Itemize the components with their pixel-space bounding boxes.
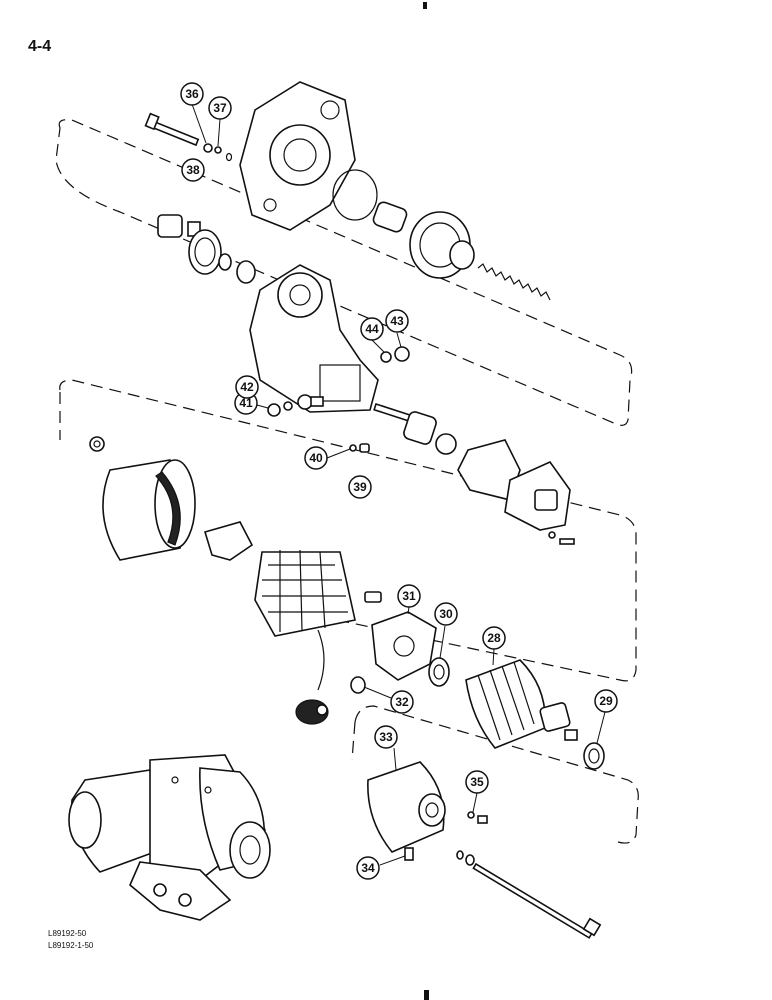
bottom-page-mark: [424, 990, 429, 1000]
callout-33-label: 33: [379, 730, 393, 744]
solenoid-cover: [504, 461, 571, 531]
field-coil-assembly: [254, 549, 382, 637]
callout-44: 44: [360, 317, 384, 341]
leader-33: [393, 747, 397, 771]
callout-35: 35: [465, 770, 489, 794]
spring: [477, 263, 551, 301]
callout-42-label: 42: [240, 380, 254, 394]
page-number: 4-4: [28, 38, 52, 55]
washer-42: [283, 401, 293, 411]
field-lead: [295, 629, 329, 725]
washer-40: [349, 444, 357, 452]
callout-43-label: 43: [390, 314, 404, 328]
idler-gear-parts: [157, 214, 256, 284]
callout-37-label: 37: [213, 101, 227, 115]
leader-31: [407, 606, 410, 615]
washer-35: [467, 811, 475, 819]
callout-44-label: 44: [365, 322, 379, 336]
callout-28: 28: [482, 626, 506, 650]
terminal-stud: [297, 394, 324, 410]
bearing-30: [428, 657, 450, 687]
callout-38-label: 38: [186, 163, 200, 177]
leader-28: [492, 648, 495, 666]
solenoid-plunger: [373, 402, 457, 455]
callout-32: 32: [390, 690, 414, 714]
reference-code-2: L89192-1-50: [48, 941, 94, 950]
nut-43: [394, 346, 410, 362]
callout-40: 40: [304, 446, 328, 470]
leader-44: [371, 339, 385, 353]
reference-code-1: L89192-50: [48, 929, 87, 938]
leader-37: [217, 118, 221, 147]
callout-31: 31: [397, 584, 421, 608]
leader-40: [326, 448, 351, 459]
o-ring-large: [332, 169, 378, 221]
washer-44: [380, 351, 392, 363]
leader-34: [379, 855, 406, 866]
callout-34-label: 34: [361, 861, 375, 875]
assembled-starter: [68, 754, 271, 921]
washer-37: [214, 146, 222, 154]
through-bolt-lower: [456, 850, 602, 939]
commutator-end-cover-33: [367, 761, 446, 853]
leader-32: [363, 686, 392, 699]
leader-43: [396, 332, 402, 348]
bearing-29: [583, 742, 605, 770]
field-yoke: [102, 459, 196, 561]
leader-29: [596, 711, 606, 744]
pole-shoe: [203, 521, 254, 561]
screw-39: [359, 443, 370, 453]
callout-29: 29: [594, 689, 618, 713]
leader-30: [439, 625, 446, 659]
armature-28: [465, 659, 578, 749]
callout-41-label: 41: [239, 396, 253, 410]
callout-43: 43: [385, 309, 409, 333]
brush-holder-31: [371, 611, 437, 681]
callout-35-label: 35: [470, 775, 484, 789]
callout-30-label: 30: [439, 607, 453, 621]
cover-screw: [548, 531, 575, 545]
callout-34: 34: [356, 856, 380, 880]
washer-36: [203, 143, 213, 153]
group-outline-middle: [59, 379, 637, 682]
gear-housing: [249, 264, 379, 413]
callout-29-label: 29: [599, 694, 613, 708]
callout-39-label: 39: [353, 480, 367, 494]
leader-35: [472, 792, 478, 813]
screw-35: [477, 815, 488, 824]
callout-37: 37: [208, 96, 232, 120]
end-cover-bushing-34: [404, 847, 414, 861]
callout-36: 36: [180, 82, 204, 106]
yoke-screw: [89, 436, 105, 452]
callout-42: 42: [235, 375, 259, 399]
leader-41: [256, 404, 269, 409]
callout-33: 33: [374, 725, 398, 749]
group-outline-upper: [55, 119, 633, 426]
o-ring-38: [225, 152, 233, 162]
callout-30: 30: [434, 602, 458, 626]
callout-31-label: 31: [402, 589, 416, 603]
drive-end-housing: [239, 81, 356, 231]
drive-pinion-clutch: [372, 201, 475, 279]
group-outline-lower: [351, 705, 639, 844]
nut-41: [267, 403, 281, 417]
callout-28-label: 28: [487, 631, 501, 645]
callout-36-label: 36: [185, 87, 199, 101]
top-page-mark: [423, 2, 427, 9]
bushing-32: [350, 676, 366, 694]
callout-39: 39: [348, 475, 372, 499]
callout-32-label: 32: [395, 695, 409, 709]
through-bolt-upper: [144, 112, 200, 147]
callout-38: 38: [181, 158, 205, 182]
callout-40-label: 40: [309, 451, 323, 465]
leader-36: [191, 103, 207, 144]
